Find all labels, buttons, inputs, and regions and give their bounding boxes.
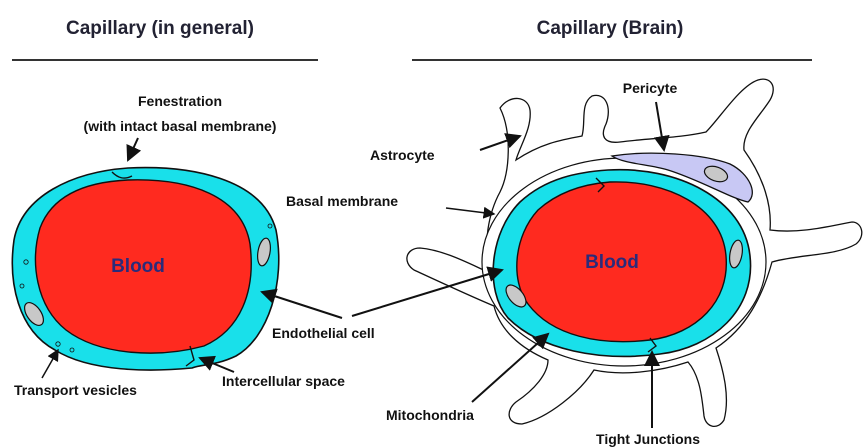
blood-label-right: Blood [585,252,639,273]
pericyte-label: Pericyte [623,80,678,96]
title-capillary-general: Capillary (in general) [66,18,254,39]
fenestration-sublabel: (with intact basal membrane) [84,118,277,134]
basal-membrane-arrow [446,208,494,214]
general-capillary: Blood [12,168,278,370]
transport-vesicles-label: Transport vesicles [14,382,137,398]
blood-label-left: Blood [111,256,165,277]
brain-capillary: Blood [407,79,862,426]
fenestration-label: Fenestration [138,93,222,109]
transport-vesicles-arrow [42,350,58,378]
intercellular-space-label: Intercellular space [222,373,345,389]
title-capillary-brain: Capillary (Brain) [537,18,684,39]
tight-junctions-label: Tight Junctions [596,431,700,447]
endothelial-cell-label: Endothelial cell [272,325,375,341]
fenestration-arrow [128,138,138,160]
endothelial-cell-arrow-left [262,292,342,318]
mitochondria-label: Mitochondria [386,407,474,423]
astrocyte-label: Astrocyte [370,147,435,163]
basal-membrane-label: Basal membrane [286,193,398,209]
